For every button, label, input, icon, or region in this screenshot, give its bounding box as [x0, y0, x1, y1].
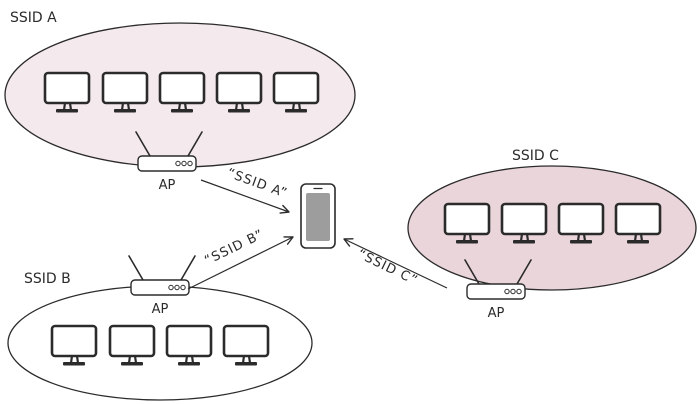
network-c-area: [407, 165, 697, 291]
network-b-label: SSID B: [24, 271, 71, 287]
network-b-ap-label: AP: [152, 302, 169, 317]
broadcast-arrows: [187, 179, 448, 290]
arrow-b-to-phone: [187, 236, 294, 290]
network-a-label: SSID A: [10, 10, 57, 26]
network-c-label: SSID C: [512, 148, 559, 164]
network-c-ap-label: AP: [488, 306, 505, 321]
smartphone-icon: [300, 183, 336, 249]
broadcast-label-a: “SSID A”: [225, 166, 290, 202]
network-ssid-c: SSID C AP: [407, 148, 697, 321]
network-a-ap-label: AP: [159, 178, 176, 193]
arrow-c-to-phone: [343, 238, 448, 289]
broadcast-label-b: “SSID B”: [202, 227, 266, 269]
network-ssid-b: SSID B AP: [7, 255, 313, 401]
wireless-router-icon: [128, 255, 196, 296]
arrow-a-to-phone: [200, 179, 290, 214]
broadcast-label-c: “SSID C”: [355, 247, 420, 289]
network-ssid-a: SSID A AP: [4, 10, 356, 193]
